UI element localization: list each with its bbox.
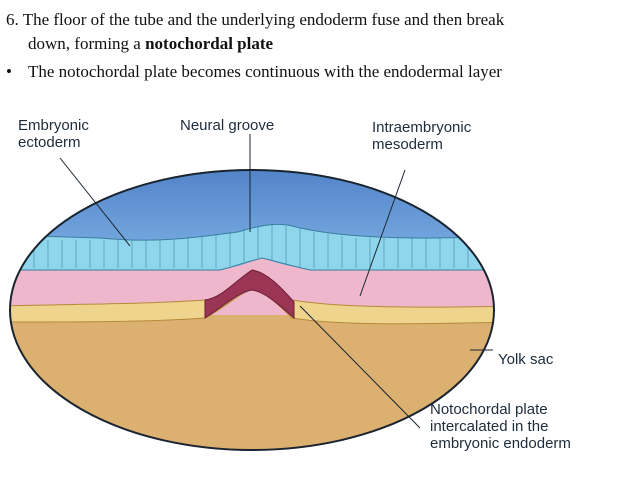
embryonic-ectoderm-label-line-1: Embryonic — [18, 117, 89, 134]
intraembryonic-mesoderm-label-line-1: Intraembryonic — [372, 119, 472, 136]
notochordal-plate-label-line-1: Notochordal plate — [430, 401, 548, 418]
intraembryonic-mesoderm-label: Intraembryonic mesoderm — [372, 119, 475, 153]
bullet-text: The notochordal plate becomes continuous… — [28, 62, 502, 81]
embryo-outline — [9, 169, 495, 451]
notochordal-plate-label-line-3: embryonic endoderm — [430, 435, 571, 452]
bullet-point: • The notochordal plate becomes continuo… — [6, 60, 632, 84]
leader-lines — [59, 134, 493, 429]
embryo-cross-section-diagram: Embryonic ectoderm Neural groove Intraem… — [9, 117, 571, 452]
intraembryonic-mesoderm-label-line-2: mesoderm — [372, 136, 443, 153]
notochordal-plate-label-line-2: intercalated in the — [430, 418, 548, 435]
notochordal-plate-term: notochordal plate — [145, 34, 274, 53]
point-6-line-2-text: down, forming a — [28, 34, 146, 53]
slide-text: 6. The floor of the tube and the underly… — [6, 8, 632, 84]
leader-intraembryonic-mesoderm — [359, 169, 406, 297]
yolk-sac-label: Yolk sac — [498, 351, 554, 368]
notochordal-plate-label: Notochordal plate intercalated in the em… — [430, 401, 571, 452]
notochordal-plate — [204, 269, 295, 320]
leader-embryonic-ectoderm — [59, 157, 131, 247]
embryonic-ectoderm-label-line-2: ectoderm — [18, 134, 81, 151]
point-6-line-2: down, forming a notochordal plate — [6, 32, 632, 56]
point-6-line-1: 6. The floor of the tube and the underly… — [6, 10, 505, 29]
neural-groove-label: Neural groove — [180, 117, 274, 134]
bullet-marker: • — [6, 62, 12, 81]
leader-notochordal-plate — [299, 305, 421, 429]
ectoderm-layer — [10, 223, 494, 271]
embryonic-ectoderm-label: Embryonic ectoderm — [18, 117, 93, 151]
